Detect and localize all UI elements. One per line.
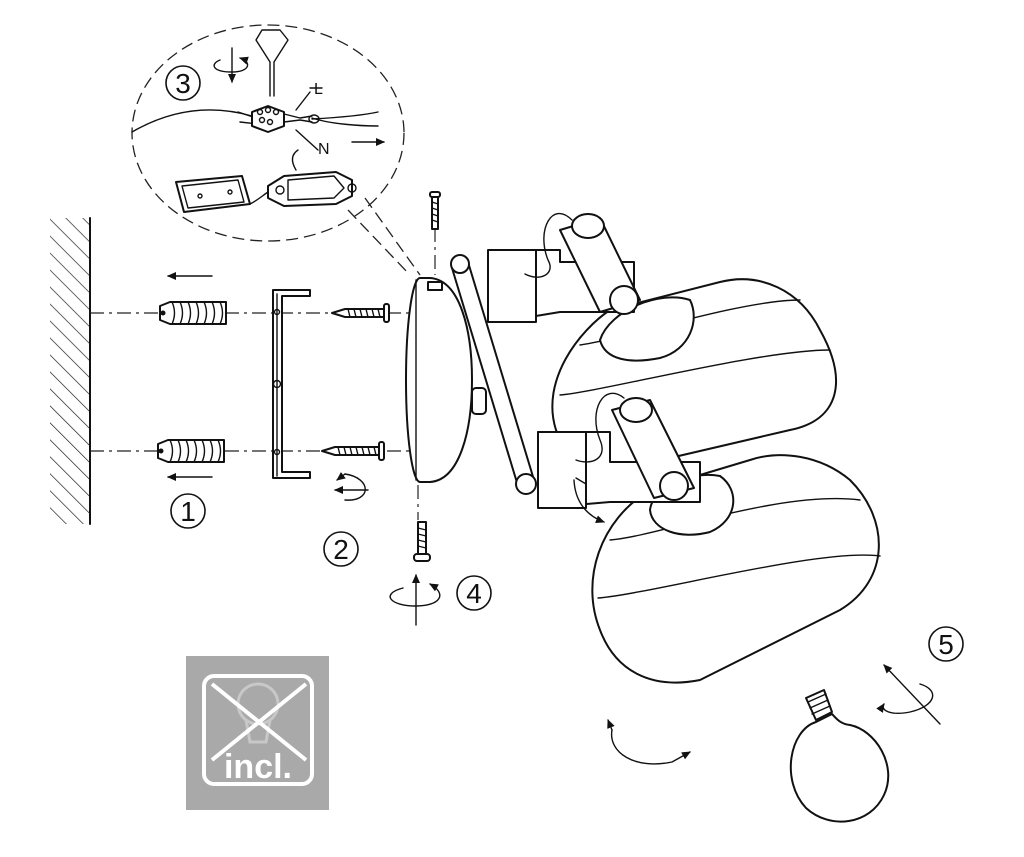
- neutral-wire-label: N: [318, 141, 330, 158]
- step-5-marker: 5: [928, 626, 964, 662]
- tighten-rotation-arrow: [389, 574, 441, 626]
- svg-text:1: 1: [180, 496, 196, 527]
- cover-plate: [175, 175, 251, 213]
- swivel-arrow: [607, 719, 691, 765]
- lamp-wires: [283, 87, 385, 151]
- step-2-marker: 2: [323, 531, 359, 567]
- svg-text:2: 2: [333, 534, 349, 565]
- wall: [50, 217, 91, 525]
- strain-relief-clamp: [249, 149, 357, 207]
- live-wire-label: L: [314, 81, 323, 98]
- wood-screw-bottom: [321, 441, 385, 461]
- step-1-marker: 1: [170, 493, 206, 529]
- terminal-block: [251, 105, 285, 133]
- push-direction-arrows: [167, 272, 213, 481]
- wiring-detail-bubble: [131, 24, 421, 276]
- bulb-not-included-badge: incl.: [186, 656, 329, 810]
- wall-plug-top: [159, 301, 227, 325]
- badge-incl-label: incl.: [224, 748, 292, 786]
- screw-in-rotation-arrow: [334, 472, 369, 501]
- tilt-arrow-lower-joint: [573, 477, 605, 523]
- spotlight-lower-mount: [537, 392, 701, 509]
- screw-bulb-rotation-arrow: [876, 664, 941, 725]
- spotlight-upper-mount: [487, 212, 641, 323]
- crossed-bulb-icon: [210, 682, 308, 762]
- wood-screw-top: [331, 303, 390, 323]
- set-screw-bottom: [413, 521, 431, 562]
- step-3-marker: 3: [165, 65, 201, 101]
- base-plate: [405, 277, 487, 483]
- svg-text:4: 4: [466, 578, 482, 609]
- svg-text:3: 3: [175, 68, 191, 99]
- spotlight-lower: [537, 392, 881, 684]
- supply-cable: [131, 109, 259, 133]
- set-screw-top: [429, 191, 441, 230]
- step-4-marker: 4: [456, 575, 492, 611]
- bulb-icon: [789, 689, 890, 823]
- wall-plug-bottom: [157, 439, 225, 463]
- svg-text:5: 5: [938, 629, 954, 660]
- hanging-hook: [255, 29, 289, 97]
- mounting-bracket: [272, 289, 311, 479]
- mounting-axis-lines: [90, 228, 436, 520]
- arm-bar: [450, 254, 537, 495]
- rotate-top-arrow-step3: [213, 47, 249, 83]
